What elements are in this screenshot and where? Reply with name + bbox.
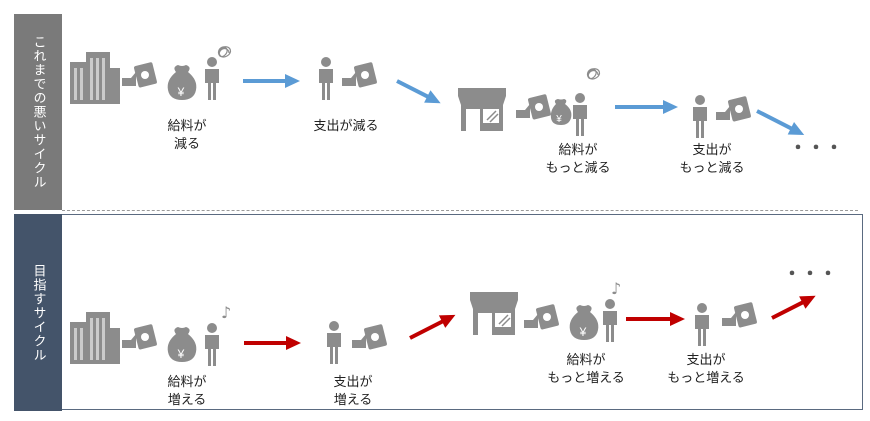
bad-ellipsis: ・・・ xyxy=(789,138,843,159)
arrow-right-icon xyxy=(626,312,685,326)
music-note-icon: ♪ xyxy=(611,279,621,298)
bad-step3-label: 給料が もっと減る xyxy=(545,143,611,176)
person-icon xyxy=(573,93,587,136)
arrow-diagonal-icon xyxy=(756,109,805,136)
target-step2-label: 支出が 増える xyxy=(333,375,373,408)
yen-bag-icon xyxy=(550,99,572,125)
bad-step4-label: 支出が もっと減る xyxy=(679,143,745,176)
worry-scribble-icon xyxy=(217,46,232,58)
hand-money-icon xyxy=(716,95,752,122)
worry-scribble-icon xyxy=(586,68,601,80)
hand-money-icon xyxy=(722,301,758,328)
bad-cycle-sidebar: これまでの悪いサイクル xyxy=(14,14,62,210)
hand-money-icon xyxy=(342,61,378,88)
arrow-diagonal-icon xyxy=(396,79,441,104)
bad-arrows xyxy=(243,74,805,136)
yen-symbol: ¥ xyxy=(555,114,562,125)
hand-money-icon xyxy=(122,61,158,88)
hand-money-icon xyxy=(516,93,552,120)
person-icon xyxy=(693,95,707,138)
hand-money-icon xyxy=(524,303,560,330)
yen-bag-icon xyxy=(167,65,197,100)
person-icon xyxy=(327,321,341,364)
arrow-right-icon xyxy=(244,336,301,350)
target-step3-label: 給料が もっと増える xyxy=(547,353,625,386)
yen-bag-icon xyxy=(569,305,599,340)
section-divider xyxy=(62,210,858,211)
hand-money-icon xyxy=(122,323,158,350)
arrow-right-icon xyxy=(243,74,300,88)
bad-cycle-title: これまでの悪いサイクル xyxy=(30,35,46,189)
person-icon xyxy=(603,299,617,342)
arrow-diagonal-icon xyxy=(409,314,456,340)
arrow-diagonal-icon xyxy=(771,295,816,320)
yen-symbol: ¥ xyxy=(177,347,185,361)
store-icon xyxy=(469,291,519,336)
yen-symbol: ¥ xyxy=(579,325,587,339)
person-icon xyxy=(319,57,333,100)
bad-step2-label: 支出が減る xyxy=(313,119,379,134)
hand-money-icon xyxy=(352,323,388,350)
target-cycle-sidebar: 目指すサイクル xyxy=(14,214,62,411)
company-building-icon xyxy=(70,52,120,104)
yen-bag-icon xyxy=(167,327,197,362)
arrow-right-icon xyxy=(615,100,678,114)
person-icon xyxy=(695,303,709,346)
target-step1-label: 給料が 増える xyxy=(167,375,207,408)
target-ellipsis: ・・・ xyxy=(783,264,837,285)
bad-step1-label: 給料が 減る xyxy=(167,119,207,152)
yen-symbol: ¥ xyxy=(177,85,185,99)
music-note-icon: ♪ xyxy=(221,303,231,322)
store-icon xyxy=(457,87,507,132)
target-cycle-frame xyxy=(62,214,863,410)
person-icon xyxy=(205,57,219,100)
person-icon xyxy=(205,323,219,366)
company-building-icon xyxy=(70,312,120,364)
good-arrows xyxy=(244,295,816,350)
target-cycle-title: 目指すサイクル xyxy=(30,263,46,362)
target-step4-label: 支出が もっと増える xyxy=(667,353,745,386)
